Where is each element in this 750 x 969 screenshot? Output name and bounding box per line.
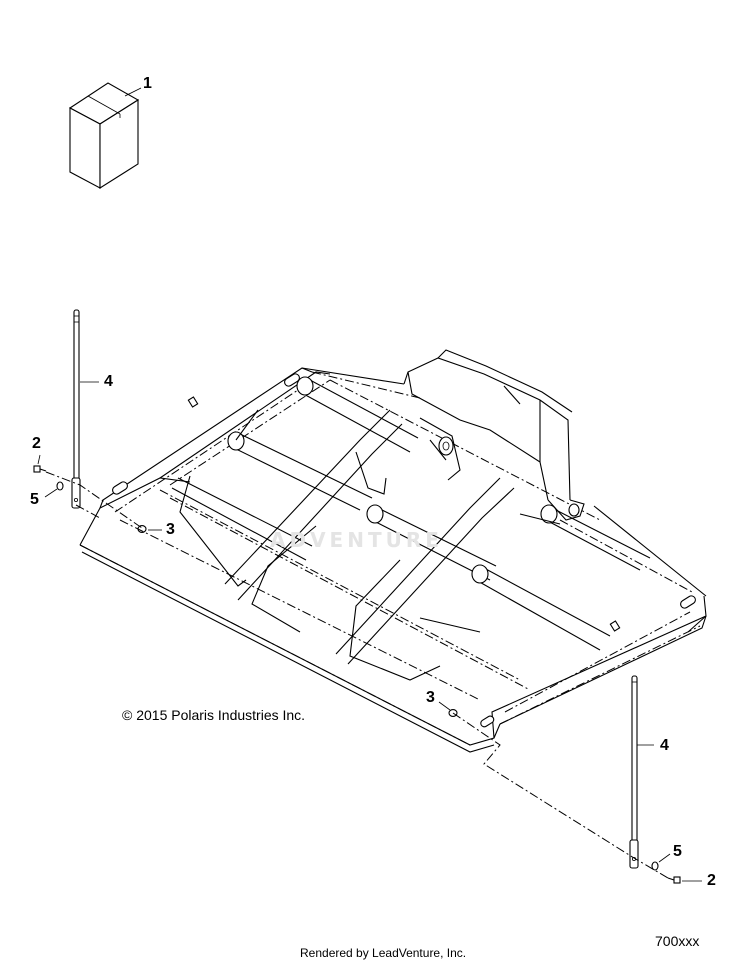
callout-2-right: 2 <box>707 872 716 889</box>
diagram-code: 700xxx <box>655 933 700 949</box>
callout-3-left: 3 <box>166 521 175 538</box>
callout-3-right: 3 <box>426 689 435 706</box>
callout-1: 1 <box>143 75 152 92</box>
part-4-rod-left <box>71 309 81 509</box>
callout-2-left: 2 <box>32 435 41 452</box>
copyright-notice: © 2015 Polaris Industries Inc. <box>122 707 306 723</box>
part-5-washer-right <box>651 861 659 871</box>
part-2-bolt-left <box>33 465 47 473</box>
watermark: ADVENTURE <box>270 528 443 552</box>
callout-5-left: 5 <box>30 491 39 508</box>
part-5-washer-left <box>56 481 64 491</box>
callout-4-left: 4 <box>104 373 113 390</box>
callout-4-right: 4 <box>660 737 669 754</box>
callout-5-right: 5 <box>673 843 682 860</box>
leader-lines <box>37 87 702 882</box>
part-1-kit-box <box>68 82 140 189</box>
rendered-by-credit: Rendered by LeadVenture, Inc. <box>300 946 467 960</box>
part-2-bolt-right <box>667 876 681 884</box>
frame-assembly <box>79 349 707 753</box>
part-4-rod-right <box>629 675 639 869</box>
